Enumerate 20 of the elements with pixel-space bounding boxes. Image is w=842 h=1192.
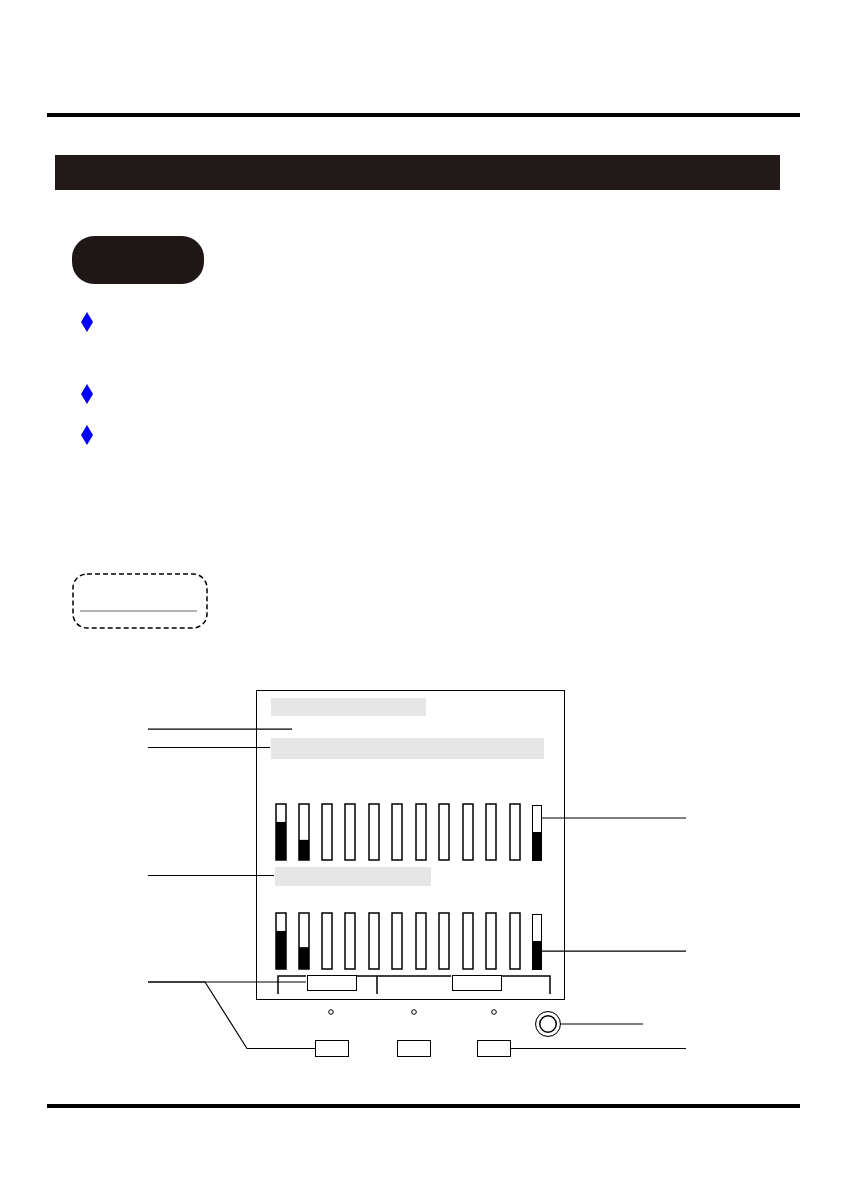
level-meter [532, 805, 542, 861]
button [477, 1040, 511, 1057]
knob [535, 1011, 561, 1037]
leader-line [560, 1023, 644, 1025]
leader-line [510, 1047, 687, 1050]
display-bar [275, 867, 431, 886]
leader-line [540, 817, 687, 819]
button [397, 1040, 431, 1057]
display-bar [271, 738, 544, 759]
leader-line [147, 874, 275, 877]
leader-line [147, 728, 293, 730]
leader-line [147, 981, 316, 1050]
leader-line [147, 746, 271, 749]
leader-line [540, 950, 687, 952]
level-meter [532, 914, 542, 970]
display-bar [271, 698, 426, 716]
button [452, 975, 502, 991]
button [315, 1040, 349, 1057]
section-badge [72, 236, 204, 284]
button [307, 975, 357, 991]
